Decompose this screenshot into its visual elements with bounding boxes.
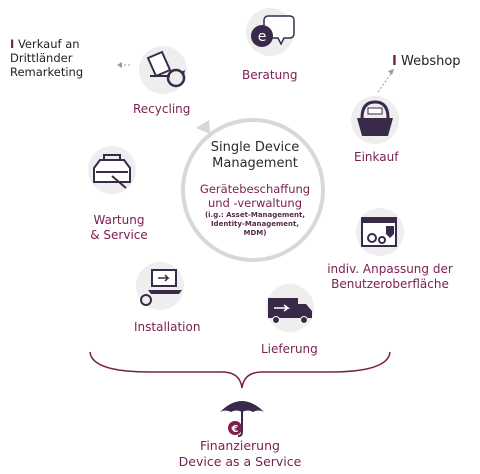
external-verkauf-line3: Remarketing xyxy=(10,65,84,79)
external-webshop-text: Webshop xyxy=(400,54,461,69)
label-anpassung: indiv. Anpassung der Benutzeroberfläche xyxy=(322,262,458,292)
external-verkauf-line1: I Verkauf an xyxy=(10,37,83,51)
connector-verkauf-arrow xyxy=(117,62,122,68)
label-lieferung: Lieferung xyxy=(261,342,318,356)
center-note-line2: Identity-Management, xyxy=(210,220,300,228)
beratung-icon: e xyxy=(246,8,295,56)
center-note-line3: MDM) xyxy=(243,229,267,237)
lieferung-icon xyxy=(266,284,314,332)
center-note-line1: (i.g.: Asset-Management, xyxy=(204,211,306,219)
marker-webshop: I xyxy=(392,54,397,69)
external-verkauf: I Verkauf an Drittländer Remarketing xyxy=(10,37,83,79)
bottom-brace xyxy=(89,351,391,389)
recycling-icon xyxy=(139,46,187,94)
center-subtitle-line1: Gerätebeschaffung xyxy=(199,182,311,196)
external-verkauf-text1: Verkauf an xyxy=(17,37,80,51)
umbrella-icon: € xyxy=(220,401,264,437)
center-subtitle: Gerätebeschaffung und -verwaltung xyxy=(185,182,325,210)
center-note: (i.g.: Asset-Management, Identity-Manage… xyxy=(190,211,320,238)
anpassung-icon xyxy=(356,208,404,256)
bottom-line2: Device as a Service xyxy=(178,454,302,469)
cycle-ring xyxy=(181,118,325,262)
wartung-icon xyxy=(88,146,136,194)
bottom-line1: Finanzierung xyxy=(200,438,280,453)
connector-webshop-arrow xyxy=(388,69,394,75)
center-subtitle-line2: und -verwaltung xyxy=(207,196,303,210)
label-einkauf: Einkauf xyxy=(354,150,399,164)
center-title-line1: Single Device xyxy=(210,140,300,155)
external-webshop: I Webshop xyxy=(392,55,461,69)
center-title-line2: Management xyxy=(212,156,298,171)
label-wartung-line1: Wartung xyxy=(93,213,145,227)
label-anpassung-line2: Benutzeroberfläche xyxy=(331,277,449,291)
label-anpassung-line1: indiv. Anpassung der xyxy=(327,262,453,276)
label-wartung: Wartung & Service xyxy=(88,213,150,243)
cycle-arrowhead xyxy=(196,120,210,134)
installation-icon xyxy=(136,262,184,310)
label-installation: Installation xyxy=(134,320,201,334)
einkauf-icon xyxy=(351,96,399,144)
svg-text:€: € xyxy=(231,424,239,435)
label-recycling: Recycling xyxy=(133,102,191,116)
connector-webshop xyxy=(377,71,393,93)
external-verkauf-line2: Drittländer xyxy=(10,51,73,65)
center-title: Single Device Management xyxy=(190,140,320,172)
svg-text:e: e xyxy=(258,29,267,45)
marker-verkauf: I xyxy=(10,37,15,51)
label-wartung-line2: & Service xyxy=(90,228,148,242)
label-beratung: Beratung xyxy=(242,68,298,82)
